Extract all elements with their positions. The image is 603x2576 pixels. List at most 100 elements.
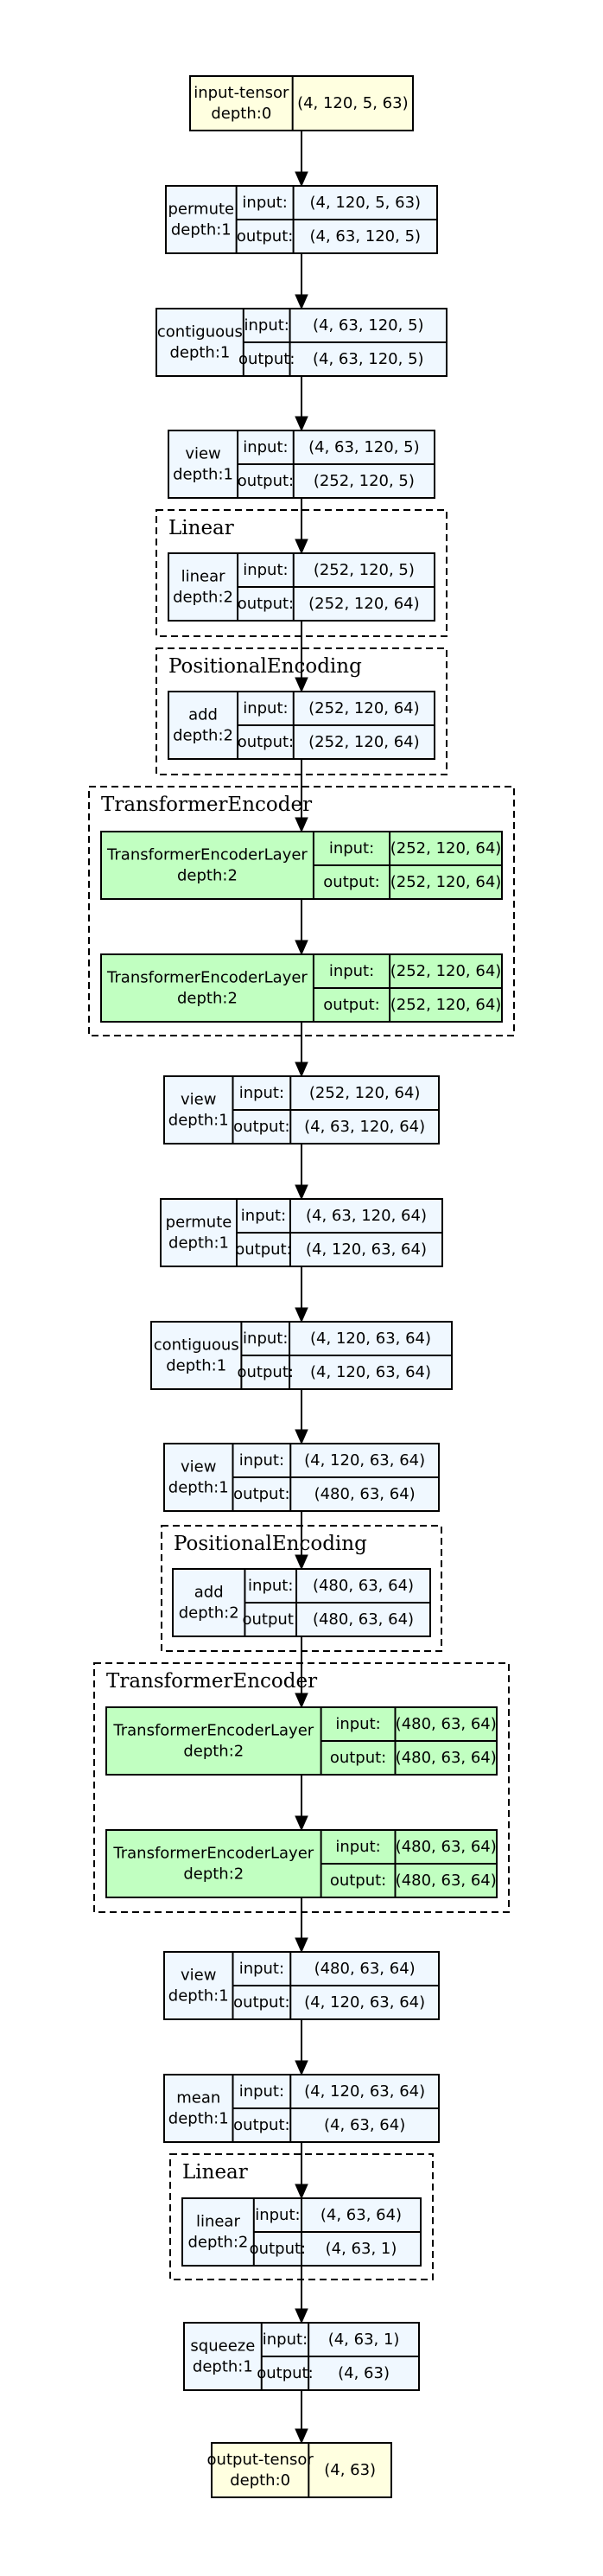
node-depth: depth:2 — [173, 589, 233, 607]
edge-arrowhead — [295, 1307, 308, 1323]
input-label: input: — [239, 1084, 284, 1102]
node-name: add — [194, 1584, 224, 1602]
input-shape: (4, 63, 1) — [328, 2331, 400, 2349]
input-shape: (252, 120, 5) — [314, 561, 415, 579]
input-shape: (4, 120, 63, 64) — [304, 1451, 425, 1470]
input-shape: (252, 120, 64) — [390, 839, 502, 858]
edge-arrowhead — [295, 539, 308, 555]
input-shape: (4, 63, 120, 5) — [313, 316, 424, 335]
edge-arrowhead — [295, 2060, 308, 2076]
edge-arrow — [295, 1775, 308, 1832]
output-label: output: — [238, 595, 294, 613]
cluster-positionalencoding: PositionalEncoding — [156, 647, 447, 775]
node-transformerencoderlayer: TransformerEncoderLayerdepth:2input:(480… — [105, 1706, 498, 1776]
edge-arrowhead — [295, 416, 308, 432]
edge-arrowhead — [295, 817, 308, 833]
node-name: TransformerEncoderLayer — [112, 1722, 314, 1740]
output-shape: (4, 120, 63, 64) — [310, 1363, 431, 1381]
edge-arrowhead — [295, 1062, 308, 1078]
edge-arrowhead — [295, 1554, 308, 1571]
input-label: input: — [244, 316, 289, 335]
input-label: input: — [243, 438, 288, 456]
edge-arrow — [295, 376, 308, 432]
node-depth: depth:2 — [187, 2234, 248, 2252]
edge-arrow — [295, 1266, 308, 1323]
input-label: input: — [263, 2331, 308, 2349]
cluster-label: TransformerEncoder — [101, 794, 312, 816]
edge-arrowhead — [295, 2308, 308, 2324]
node-name: TransformerEncoderLayer — [112, 1845, 314, 1863]
input-label: input: — [248, 1577, 293, 1595]
tensor-shape: (4, 63) — [324, 2461, 376, 2479]
edge-arrowhead — [295, 1815, 308, 1832]
output-label: output: — [238, 1363, 294, 1381]
output-shape: (4, 63, 120, 5) — [313, 350, 424, 368]
edge-arrow — [295, 1022, 308, 1078]
cluster-label: TransformerEncoder — [106, 1670, 317, 1693]
output-label: output: — [233, 1118, 289, 1136]
node-name: contiguous — [157, 323, 243, 341]
output-shape: (4, 63, 120, 5) — [310, 227, 422, 245]
output-shape: (252, 120, 64) — [308, 733, 420, 751]
input-shape: (480, 63, 64) — [396, 1715, 497, 1733]
node-transformerencoderlayer: TransformerEncoderLayerdepth:2input:(252… — [100, 831, 503, 900]
node-name: add — [188, 706, 218, 724]
node-depth: depth:1 — [168, 1987, 229, 2005]
input-shape: (252, 120, 64) — [309, 1084, 421, 1102]
output-label: output: — [330, 1871, 386, 1890]
output-shape: (4, 120, 63, 64) — [304, 1993, 425, 2012]
node-name: TransformerEncoderLayer — [106, 969, 308, 987]
input-label: input: — [242, 194, 287, 212]
output-label: output: — [238, 350, 295, 368]
node-depth: depth:1 — [166, 1357, 226, 1375]
edge-arrow — [295, 2266, 308, 2324]
edge-arrow — [295, 1144, 308, 1201]
edge-arrowhead — [295, 940, 308, 956]
node-name: view — [181, 1967, 216, 1985]
node-name: linear — [181, 568, 226, 586]
input-shape: (480, 63, 64) — [396, 1838, 497, 1856]
output-shape: (480, 63, 64) — [396, 1749, 497, 1767]
node-depth: depth:0 — [211, 105, 271, 123]
node-name: view — [185, 445, 220, 463]
node-depth: depth:2 — [177, 990, 238, 1008]
input-shape: (4, 120, 63, 64) — [310, 1329, 431, 1348]
edge-arrow — [295, 253, 308, 310]
node-depth: depth:1 — [168, 1479, 229, 1497]
input-shape: (4, 63, 64) — [321, 2206, 402, 2224]
node-depth: depth:1 — [168, 1234, 229, 1253]
input-shape: (4, 63, 120, 64) — [306, 1207, 427, 1225]
output-shape: (480, 63, 64) — [396, 1871, 497, 1890]
edge-arrowhead — [295, 1429, 308, 1445]
node-name: contiguous — [154, 1336, 239, 1355]
edge-arrowhead — [295, 294, 308, 310]
input-label: input: — [243, 561, 288, 579]
cluster-label: PositionalEncoding — [168, 655, 362, 678]
node-depth: depth:2 — [183, 1865, 244, 1884]
node-box — [211, 2442, 392, 2498]
output-label: output: — [243, 1610, 299, 1629]
cluster-label: Linear — [168, 517, 234, 539]
node-transformerencoderlayer: TransformerEncoderLayerdepth:2input:(480… — [105, 1829, 498, 1898]
output-shape: (252, 120, 64) — [390, 996, 502, 1014]
output-label: output: — [233, 1485, 289, 1503]
edge-arrow — [295, 899, 308, 956]
node-name: linear — [196, 2213, 241, 2231]
edge-arrowhead — [295, 1693, 308, 1709]
output-label: output: — [323, 873, 379, 891]
input-label: input: — [243, 699, 288, 717]
node-depth: depth:2 — [179, 1604, 239, 1623]
input-label: input: — [335, 1715, 380, 1733]
input-label: input: — [329, 839, 374, 858]
input-label: input: — [255, 2206, 300, 2224]
node-box — [189, 75, 414, 131]
